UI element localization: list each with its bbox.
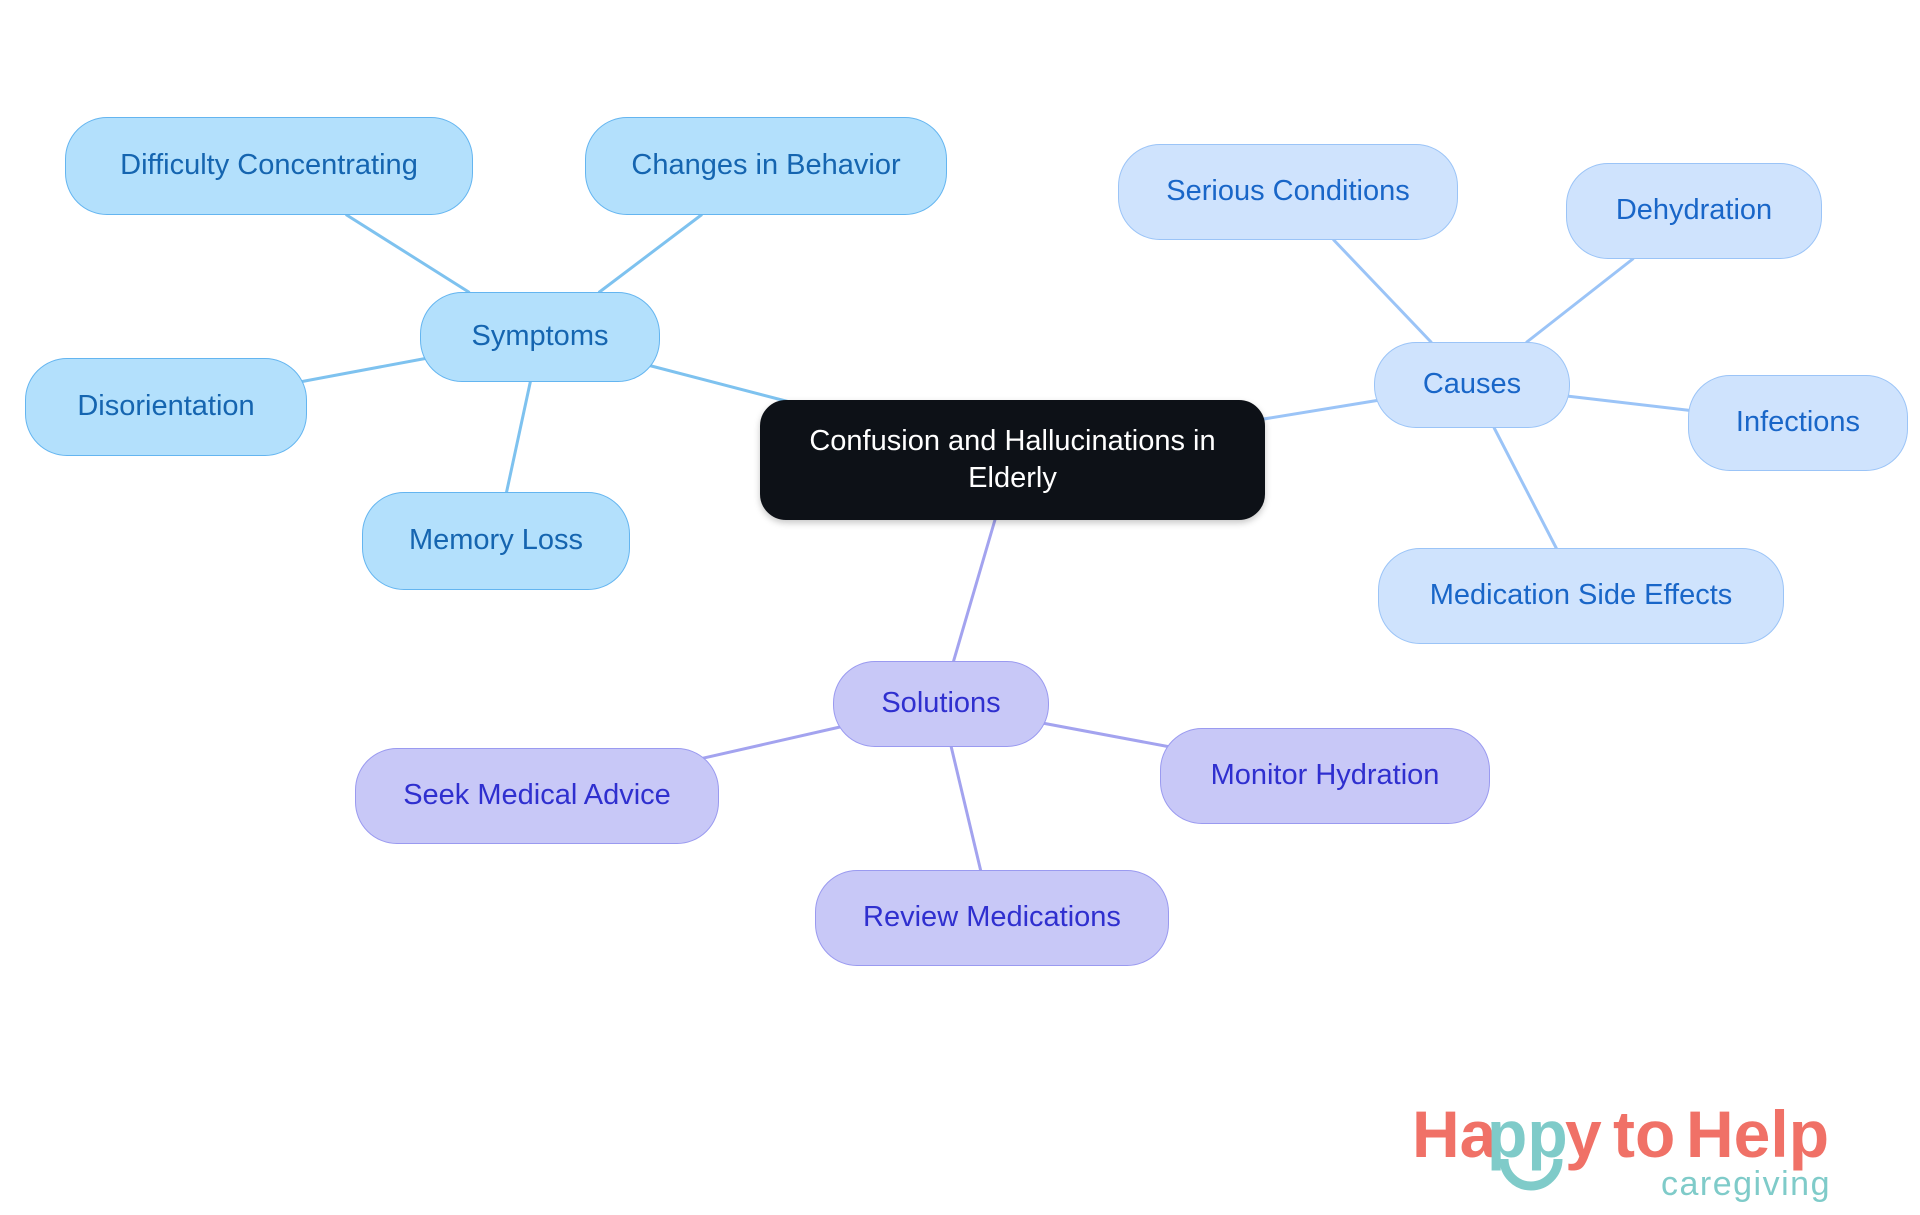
leaf-node-disorientation-label: Disorientation — [77, 390, 255, 423]
leaf-node-monitor-hydration-label: Monitor Hydration — [1210, 759, 1440, 792]
leaf-node-changes-in-behavior-label: Changes in Behavior — [631, 149, 901, 182]
edge-causes-to-medication-side-effects — [1492, 426, 1558, 550]
logo-word-help: Help — [1686, 1097, 1829, 1171]
leaf-node-review-medications[interactable]: Review Medications — [815, 870, 1169, 966]
leaf-node-infections-label: Infections — [1735, 406, 1861, 439]
leaf-node-serious-conditions[interactable]: Serious Conditions — [1118, 144, 1458, 240]
leaf-node-seek-medical-advice-label: Seek Medical Advice — [403, 779, 671, 812]
edge-root-to-solutions — [952, 518, 997, 663]
leaf-node-changes-in-behavior[interactable]: Changes in Behavior — [585, 117, 947, 215]
root-node-label: Confusion and Hallucinations in Elderly — [809, 424, 1216, 494]
branch-node-solutions-label: Solutions — [881, 687, 1001, 720]
leaf-node-dehydration-label: Dehydration — [1615, 194, 1773, 227]
branch-node-solutions[interactable]: Solutions — [833, 661, 1049, 747]
logo-tagline: caregiving — [1661, 1165, 1831, 1203]
logo-word-to: to — [1613, 1097, 1675, 1171]
edge-solutions-to-monitor-hydration — [1036, 720, 1178, 750]
edge-symptoms-to-disorientation — [291, 355, 434, 385]
logo-word-pp: pp — [1487, 1097, 1568, 1171]
leaf-node-difficulty-concentrating[interactable]: Difficulty Concentrating — [65, 117, 473, 215]
leaf-node-memory-loss[interactable]: Memory Loss — [362, 492, 630, 590]
edge-causes-to-serious-conditions — [1332, 238, 1433, 344]
leaf-node-disorientation[interactable]: Disorientation — [25, 358, 307, 456]
leaf-node-review-medications-label: Review Medications — [863, 901, 1121, 934]
logo-word-ha: Ha — [1412, 1097, 1498, 1171]
leaf-node-medication-side-effects[interactable]: Medication Side Effects — [1378, 548, 1784, 644]
edge-solutions-to-review-medications — [949, 745, 983, 872]
root-node[interactable]: Confusion and Hallucinations in Elderly — [760, 400, 1265, 520]
leaf-node-infections[interactable]: Infections — [1688, 375, 1908, 471]
leaf-node-serious-conditions-label: Serious Conditions — [1166, 175, 1410, 208]
leaf-node-dehydration[interactable]: Dehydration — [1566, 163, 1822, 259]
leaf-node-medication-side-effects-label: Medication Side Effects — [1429, 579, 1733, 612]
branch-node-causes-label: Causes — [1422, 368, 1522, 401]
edge-symptoms-to-difficulty-concentrating — [345, 213, 471, 294]
logo-word-y: y — [1565, 1097, 1602, 1171]
leaf-node-monitor-hydration[interactable]: Monitor Hydration — [1160, 728, 1490, 824]
branch-node-symptoms[interactable]: Symptoms — [420, 292, 660, 382]
edge-symptoms-to-changes-in-behavior — [597, 213, 703, 294]
edge-causes-to-dehydration — [1525, 257, 1635, 344]
logo-smile-icon — [1499, 1158, 1563, 1191]
leaf-node-difficulty-concentrating-label: Difficulty Concentrating — [120, 149, 418, 182]
leaf-node-memory-loss-label: Memory Loss — [408, 524, 584, 557]
edge-symptoms-to-memory-loss — [505, 380, 532, 494]
edge-causes-to-infections — [1558, 393, 1701, 413]
edge-solutions-to-seek-medical-advice — [699, 724, 846, 761]
happy-to-help-caregiving-logo: Ha pp y to Help caregiving — [1412, 1097, 1831, 1203]
branch-node-symptoms-label: Symptoms — [471, 320, 609, 353]
leaf-node-seek-medical-advice[interactable]: Seek Medical Advice — [355, 748, 719, 844]
branch-node-causes[interactable]: Causes — [1374, 342, 1570, 428]
